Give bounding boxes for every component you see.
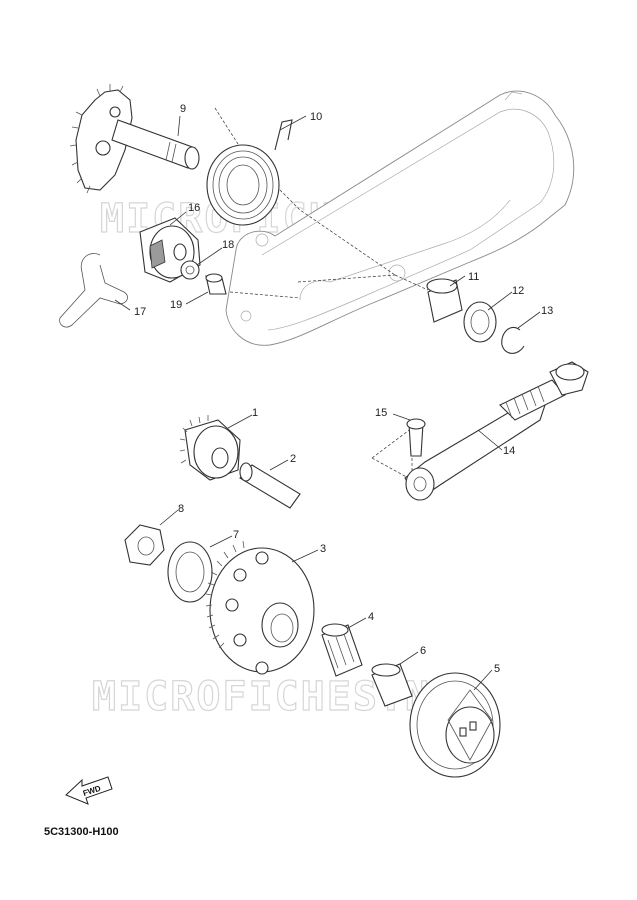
callout-4: 4 [368, 611, 374, 623]
callout-14: 14 [503, 445, 515, 457]
fwd-arrow-icon: FWD [65, 776, 113, 805]
crankcase-cover [225, 90, 575, 346]
callout-12: 12 [512, 285, 524, 297]
part-12-washer [463, 301, 497, 343]
callout-6: 6 [420, 645, 426, 657]
callout-8: 8 [178, 503, 184, 515]
part-8-nut [124, 524, 165, 566]
callout-5: 5 [494, 663, 500, 675]
part-18-washer [180, 260, 200, 280]
callout-18: 18 [222, 239, 234, 251]
callout-19: 19 [170, 299, 182, 311]
part-2-shaft [239, 462, 301, 509]
part-1-idle-gear [179, 415, 241, 481]
part-13-circlip [501, 326, 525, 354]
part-3-driven-gear [205, 540, 315, 675]
callout-11: 11 [468, 271, 479, 283]
part-14-kick-crank [404, 361, 589, 501]
part-9-kick-shaft [69, 84, 200, 194]
part-10-spring [206, 119, 293, 226]
callout-17: 17 [134, 306, 146, 318]
callout-10: 10 [310, 111, 322, 123]
leader-lines [114, 115, 541, 691]
assembly-lines [214, 107, 429, 481]
callout-16: 16 [188, 202, 200, 214]
callout-7: 7 [233, 529, 239, 541]
part-17-clip [59, 253, 128, 328]
drawing-code: 5C31300-H100 [44, 826, 119, 838]
callout-13: 13 [541, 305, 553, 317]
callout-numbers: 9 10 16 18 19 17 11 12 13 14 15 1 2 3 4 … [134, 103, 553, 675]
part-4-needle-bearing [321, 623, 363, 677]
part-7-washer [167, 541, 213, 603]
callout-9: 9 [180, 103, 186, 115]
part-5-clutch-housing [409, 672, 501, 778]
part-15-bolt [406, 418, 426, 457]
callout-15: 15 [375, 407, 387, 419]
part-6-collar [371, 663, 413, 707]
callout-1: 1 [252, 407, 258, 419]
part-11-bushing [426, 278, 463, 323]
part-19-pin [205, 273, 227, 295]
callout-3: 3 [320, 543, 326, 555]
callout-2: 2 [290, 453, 296, 465]
